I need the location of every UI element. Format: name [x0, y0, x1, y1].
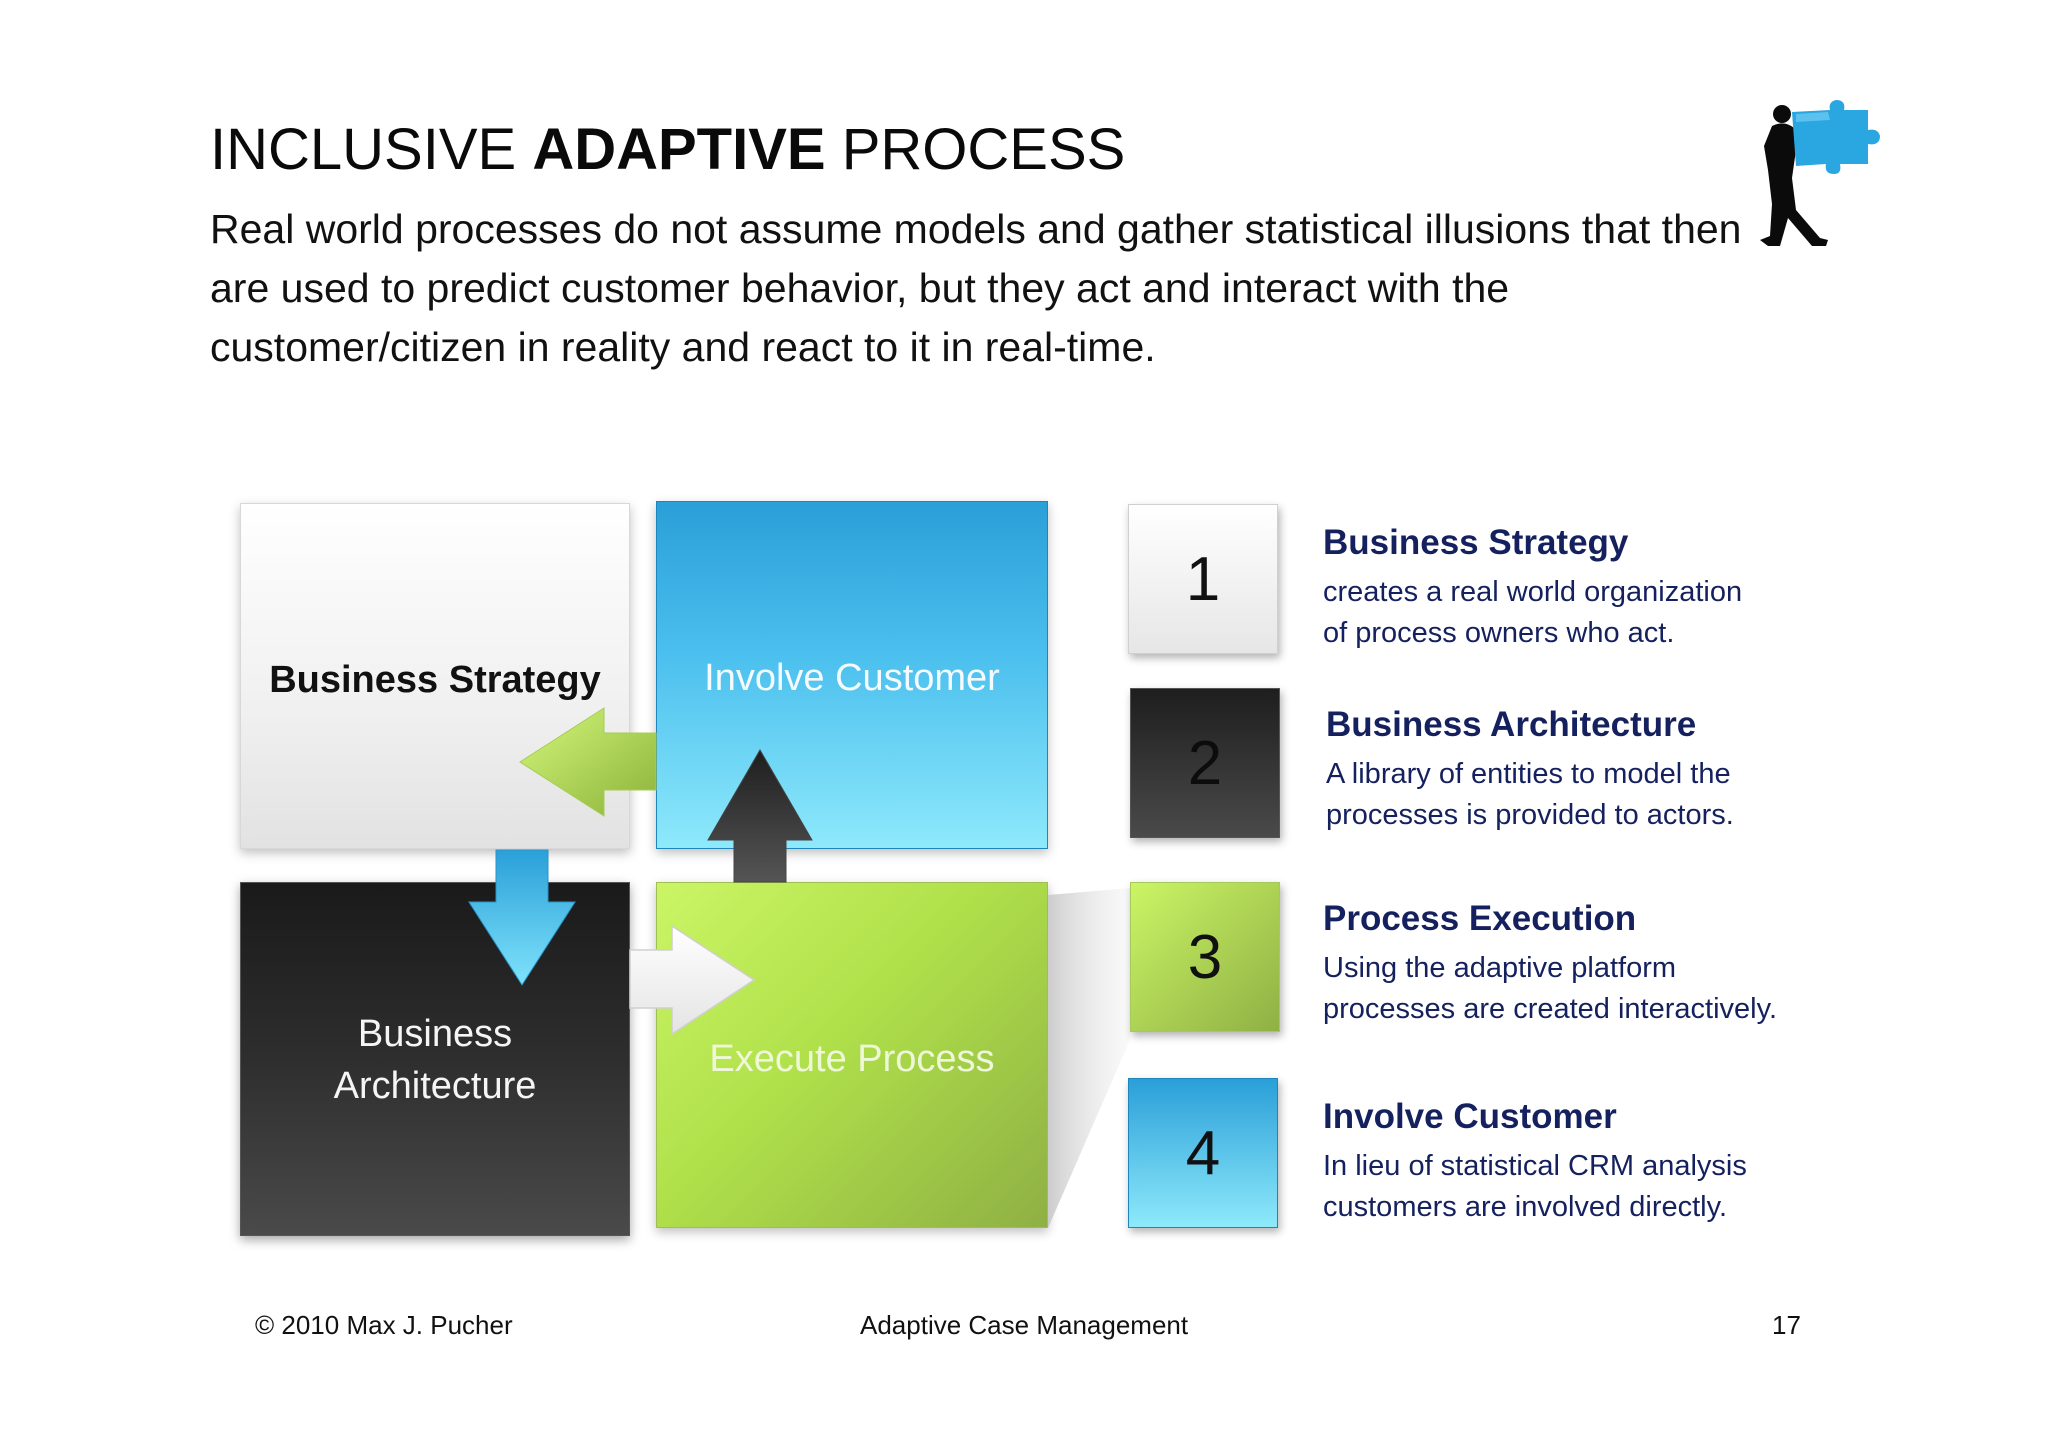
title-part-1: INCLUSIVE	[210, 117, 533, 182]
title-part-2: PROCESS	[825, 117, 1126, 182]
slide-subtitle: Real world processes do not assume model…	[210, 206, 1742, 370]
footer-copyright: © 2010 Max J. Pucher	[255, 1310, 513, 1340]
business-architecture-label-line1: Business	[357, 1013, 513, 1055]
involve-customer-square: Involve Customer	[656, 501, 1048, 849]
business-architecture-square: Business Architecture	[240, 882, 630, 1236]
description-4-line2: customers are involved directly.	[1323, 1191, 1728, 1223]
description-2-title: Business Architecture	[1326, 705, 1697, 744]
man-carrying-puzzle-piece-icon	[1760, 100, 1880, 246]
business-architecture-label-line2: Architecture	[333, 1065, 537, 1107]
business-strategy-square: Business Strategy	[240, 503, 630, 849]
description-2-text: A library of entities to model the proce…	[1326, 754, 1734, 836]
number-box-2: 2	[1130, 688, 1280, 838]
description-3-line1: Using the adaptive platform	[1323, 952, 1677, 984]
description-3-text: Using the adaptive platform processes ar…	[1323, 948, 1777, 1030]
description-4: Involve Customer In lieu of statistical …	[1323, 1094, 1747, 1228]
number-box-1: 1	[1128, 504, 1278, 654]
business-strategy-label: Business Strategy	[269, 659, 601, 701]
description-3-title: Process Execution	[1323, 899, 1637, 938]
title-bold: ADAPTIVE	[532, 117, 826, 182]
description-3-line2: processes are created interactively.	[1323, 993, 1778, 1025]
description-4-title: Involve Customer	[1323, 1097, 1617, 1136]
description-4-text: In lieu of statistical CRM analysis cust…	[1323, 1146, 1747, 1228]
description-3: Process Execution Using the adaptive pla…	[1323, 896, 1777, 1030]
description-1-text: creates a real world organization of pro…	[1323, 572, 1742, 654]
page-number: 17	[1772, 1310, 1801, 1340]
execute-process-square: Execute Process	[656, 882, 1048, 1228]
footer-title: Adaptive Case Management	[860, 1310, 1189, 1340]
description-2: Business Architecture A library of entit…	[1326, 702, 1734, 836]
execute-process-label: Execute Process	[709, 1038, 995, 1080]
description-1: Business Strategy creates a real world o…	[1323, 520, 1742, 654]
description-2-line1: A library of entities to model the	[1326, 758, 1731, 790]
connector-shadow	[1048, 888, 1130, 1228]
description-2-line2: processes is provided to actors.	[1326, 799, 1734, 831]
business-architecture-label: Business Architecture	[241, 1008, 629, 1112]
description-1-line2: of process owners who act.	[1323, 617, 1675, 649]
number-box-3: 3	[1130, 882, 1280, 1032]
number-box-4: 4	[1128, 1078, 1278, 1228]
description-1-title: Business Strategy	[1323, 523, 1629, 562]
description-4-line1: In lieu of statistical CRM analysis	[1323, 1150, 1747, 1182]
slide-title: INCLUSIVE ADAPTIVE PROCESS	[210, 116, 1125, 183]
involve-customer-label: Involve Customer	[704, 657, 1000, 699]
description-1-line1: creates a real world organization	[1323, 576, 1743, 608]
